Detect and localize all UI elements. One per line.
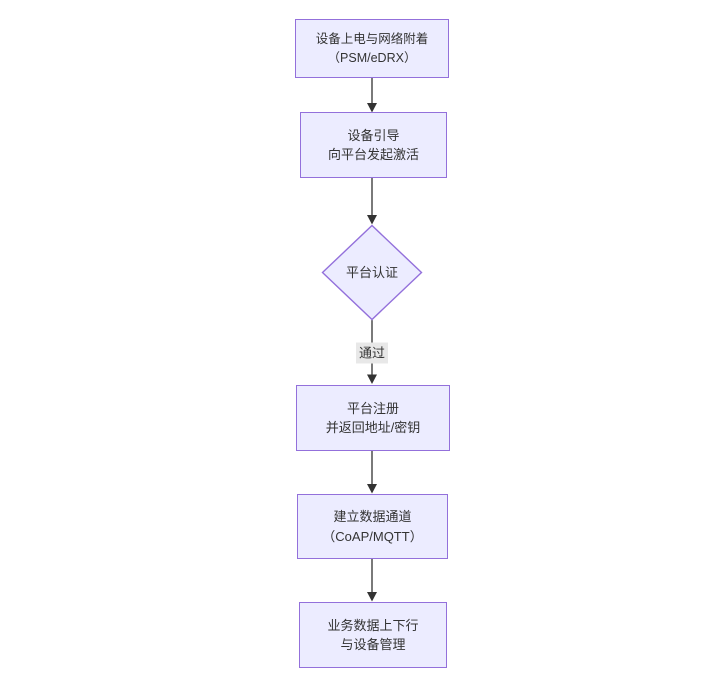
node-label-line: 建立数据通道 [333, 509, 412, 524]
node-bootstrap: 设备引导 向平台发起激活 [300, 112, 447, 178]
node-label-line: （PSM/eDRX） [327, 50, 417, 65]
node-label-line: 平台注册 [346, 400, 399, 416]
node-label-line: 业务数据上下行 [327, 617, 419, 633]
node-data-channel: 建立数据通道 （CoAP/MQTT） [297, 494, 448, 559]
node-register: 平台注册 并返回地址/密钥 [296, 385, 450, 451]
node-power-attach: 设备上电与网络附着 （PSM/eDRX） [295, 19, 449, 78]
node-label-line: 向平台发起激活 [327, 147, 419, 162]
node-label-line: 设备引导 [347, 127, 400, 143]
arrow-power-to-bootstrap [367, 78, 377, 113]
edge-label-pass: 通过 [355, 342, 389, 364]
diamond-shape [321, 224, 423, 321]
arrow-bootstrap-to-auth [367, 178, 377, 225]
node-platform-auth-decision: 平台认证 [321, 224, 423, 321]
node-label-line: 并返回地址/密钥 [325, 420, 421, 435]
node-business: 业务数据上下行 与设备管理 [299, 602, 447, 668]
node-label-line: 与设备管理 [340, 637, 406, 652]
node-label-line: 设备上电与网络附着 [315, 31, 429, 46]
arrow-register-to-channel [367, 451, 377, 494]
node-label-line: （CoAP/MQTT） [322, 528, 423, 544]
node-label-line: 平台认证 [345, 264, 398, 280]
arrow-channel-to-business [367, 559, 377, 602]
